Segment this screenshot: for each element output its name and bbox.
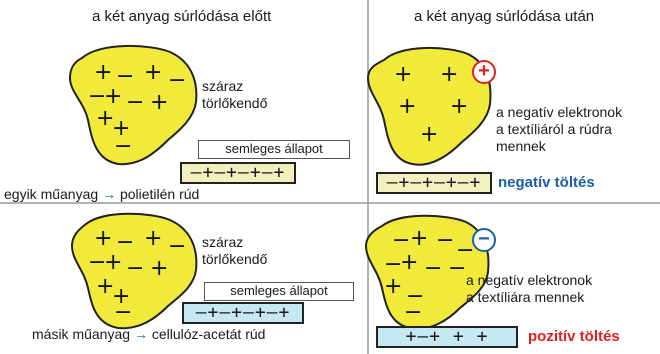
polyethylene-rod: —+—+—+—+	[180, 162, 296, 184]
neutral-state-label-top: semleges állapot	[198, 140, 350, 159]
material-label-top: egyik műanyag → polietilén rúd	[4, 186, 199, 203]
rod-name-bottom: cellulóz-acetát rúd	[152, 326, 266, 342]
negative-badge-icon: −	[476, 228, 492, 251]
rod-name-top: polietilén rúd	[120, 186, 199, 202]
cloth-label-top-left-1: száraz	[202, 78, 243, 95]
description-top-right-1: a negatív elektronok	[496, 104, 622, 121]
positive-charge-label: pozitív töltés	[528, 328, 620, 345]
neutral-state-label-bottom: semleges állapot	[204, 282, 354, 301]
description-bottom-right-2: a textíliára mennek	[466, 289, 584, 306]
cloth-label-bottom-left-1: száraz	[202, 234, 243, 251]
cloth-label-bottom-left-2: törlőkendő	[202, 251, 267, 268]
material-name-bottom: másik műanyag	[32, 326, 130, 342]
description-top-right-3: mennek	[496, 138, 546, 155]
negatively-charged-rod: —+—+—+—+	[376, 172, 492, 194]
arrow-icon-top: →	[102, 186, 116, 202]
positively-charged-rod: +—+ + +	[376, 326, 518, 348]
header-before: a két anyag súrlódása előtt	[92, 8, 271, 25]
description-bottom-right-1: a negatív elektronok	[466, 272, 592, 289]
arrow-icon-bottom: →	[134, 326, 148, 342]
cloth-label-top-left-2: törlőkendő	[202, 95, 267, 112]
positive-badge-icon: +	[476, 60, 492, 83]
cellulose-acetate-rod: —+—+—+—+	[182, 302, 304, 324]
material-name-top: egyik műanyag	[4, 186, 98, 202]
description-top-right-2: a textíliáról a rúdra	[496, 121, 612, 138]
header-after: a két anyag súrlódása után	[414, 8, 594, 25]
material-label-bottom: másik műanyag → cellulóz-acetát rúd	[32, 326, 265, 343]
cloth-shape-top-right	[368, 48, 490, 165]
negative-charge-label: negatív töltés	[498, 174, 595, 191]
